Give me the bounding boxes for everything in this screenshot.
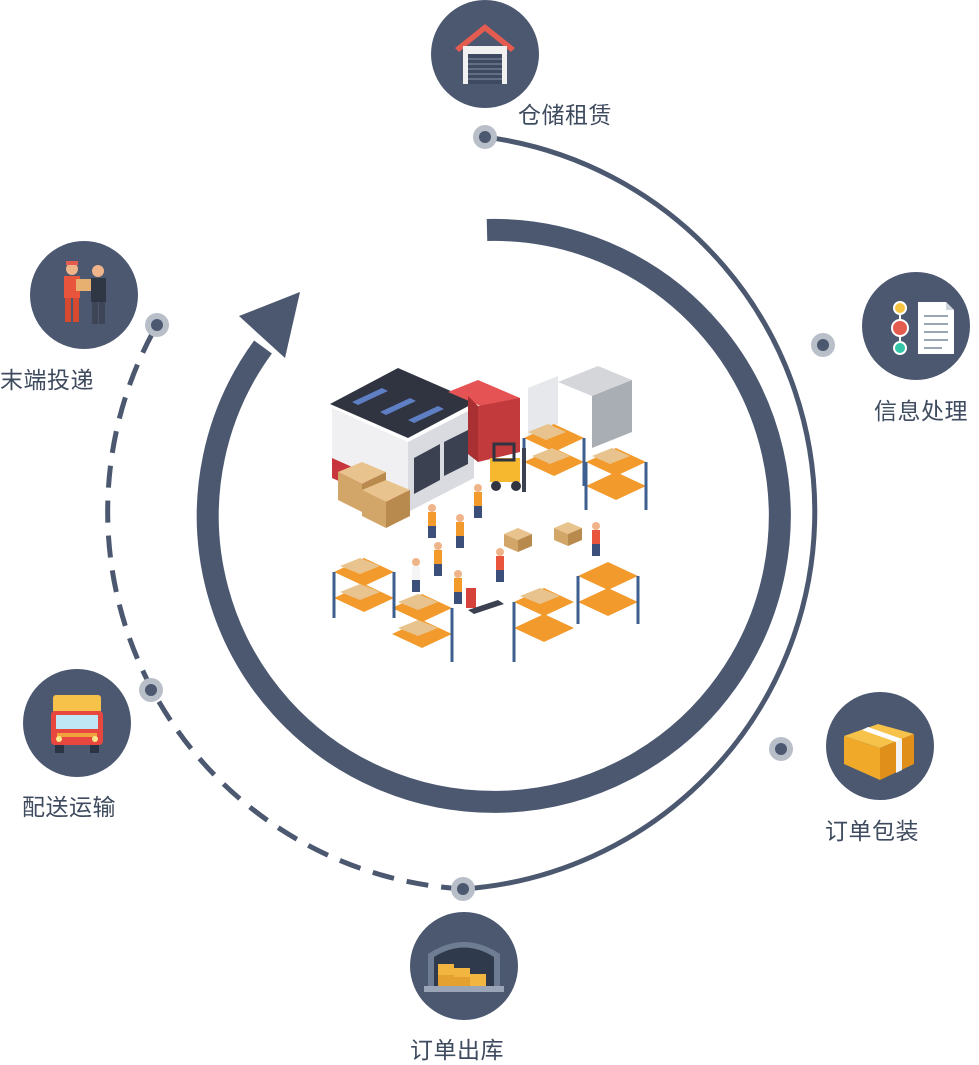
shipping-container <box>448 380 520 462</box>
isometric-warehouse-illustration <box>330 366 648 662</box>
label-info-processing: 信息处理 <box>874 399 968 425</box>
badge-order-packing <box>826 692 934 800</box>
ring-node-delivery-transport <box>139 678 163 702</box>
forklift <box>490 442 526 492</box>
cycle-arrowhead <box>239 292 300 358</box>
outer-dashed-arc <box>105 323 464 892</box>
badge-info-processing <box>862 272 970 380</box>
delivery-truck-icon <box>51 695 103 753</box>
label-delivery-transport: 配送运输 <box>22 795 116 821</box>
storage-shelves <box>522 424 648 510</box>
bottom-shelves <box>332 558 640 662</box>
document-checklist-icon <box>891 301 954 355</box>
ring-node-warehouse-rental <box>473 125 497 149</box>
label-warehouse-rental: 仓储租赁 <box>518 103 612 129</box>
outer-solid-arc <box>462 134 818 892</box>
label-last-mile-delivery: 末端投递 <box>0 368 94 394</box>
ring-node-last-mile-delivery <box>145 313 169 337</box>
label-order-packing: 订单包装 <box>825 819 919 845</box>
ring-node-order-packing <box>769 737 793 761</box>
crate-stack <box>338 462 410 528</box>
badge-last-mile-delivery <box>30 241 138 349</box>
badge-warehouse-rental <box>431 0 539 108</box>
warehouse-door-icon <box>455 24 515 84</box>
package-box-icon <box>844 724 914 780</box>
badge-delivery-transport <box>23 669 131 777</box>
floor-activity <box>412 484 600 614</box>
storage-shed-icon <box>424 942 504 992</box>
inner-cycle-ring <box>196 218 791 813</box>
ring-node-info-processing <box>811 333 835 357</box>
label-order-outbound: 订单出库 <box>410 1038 504 1064</box>
courier-handover-icon <box>64 261 106 324</box>
ring-node-order-outbound <box>451 877 475 901</box>
badge-order-outbound <box>410 912 518 1020</box>
box-truck <box>528 366 632 448</box>
